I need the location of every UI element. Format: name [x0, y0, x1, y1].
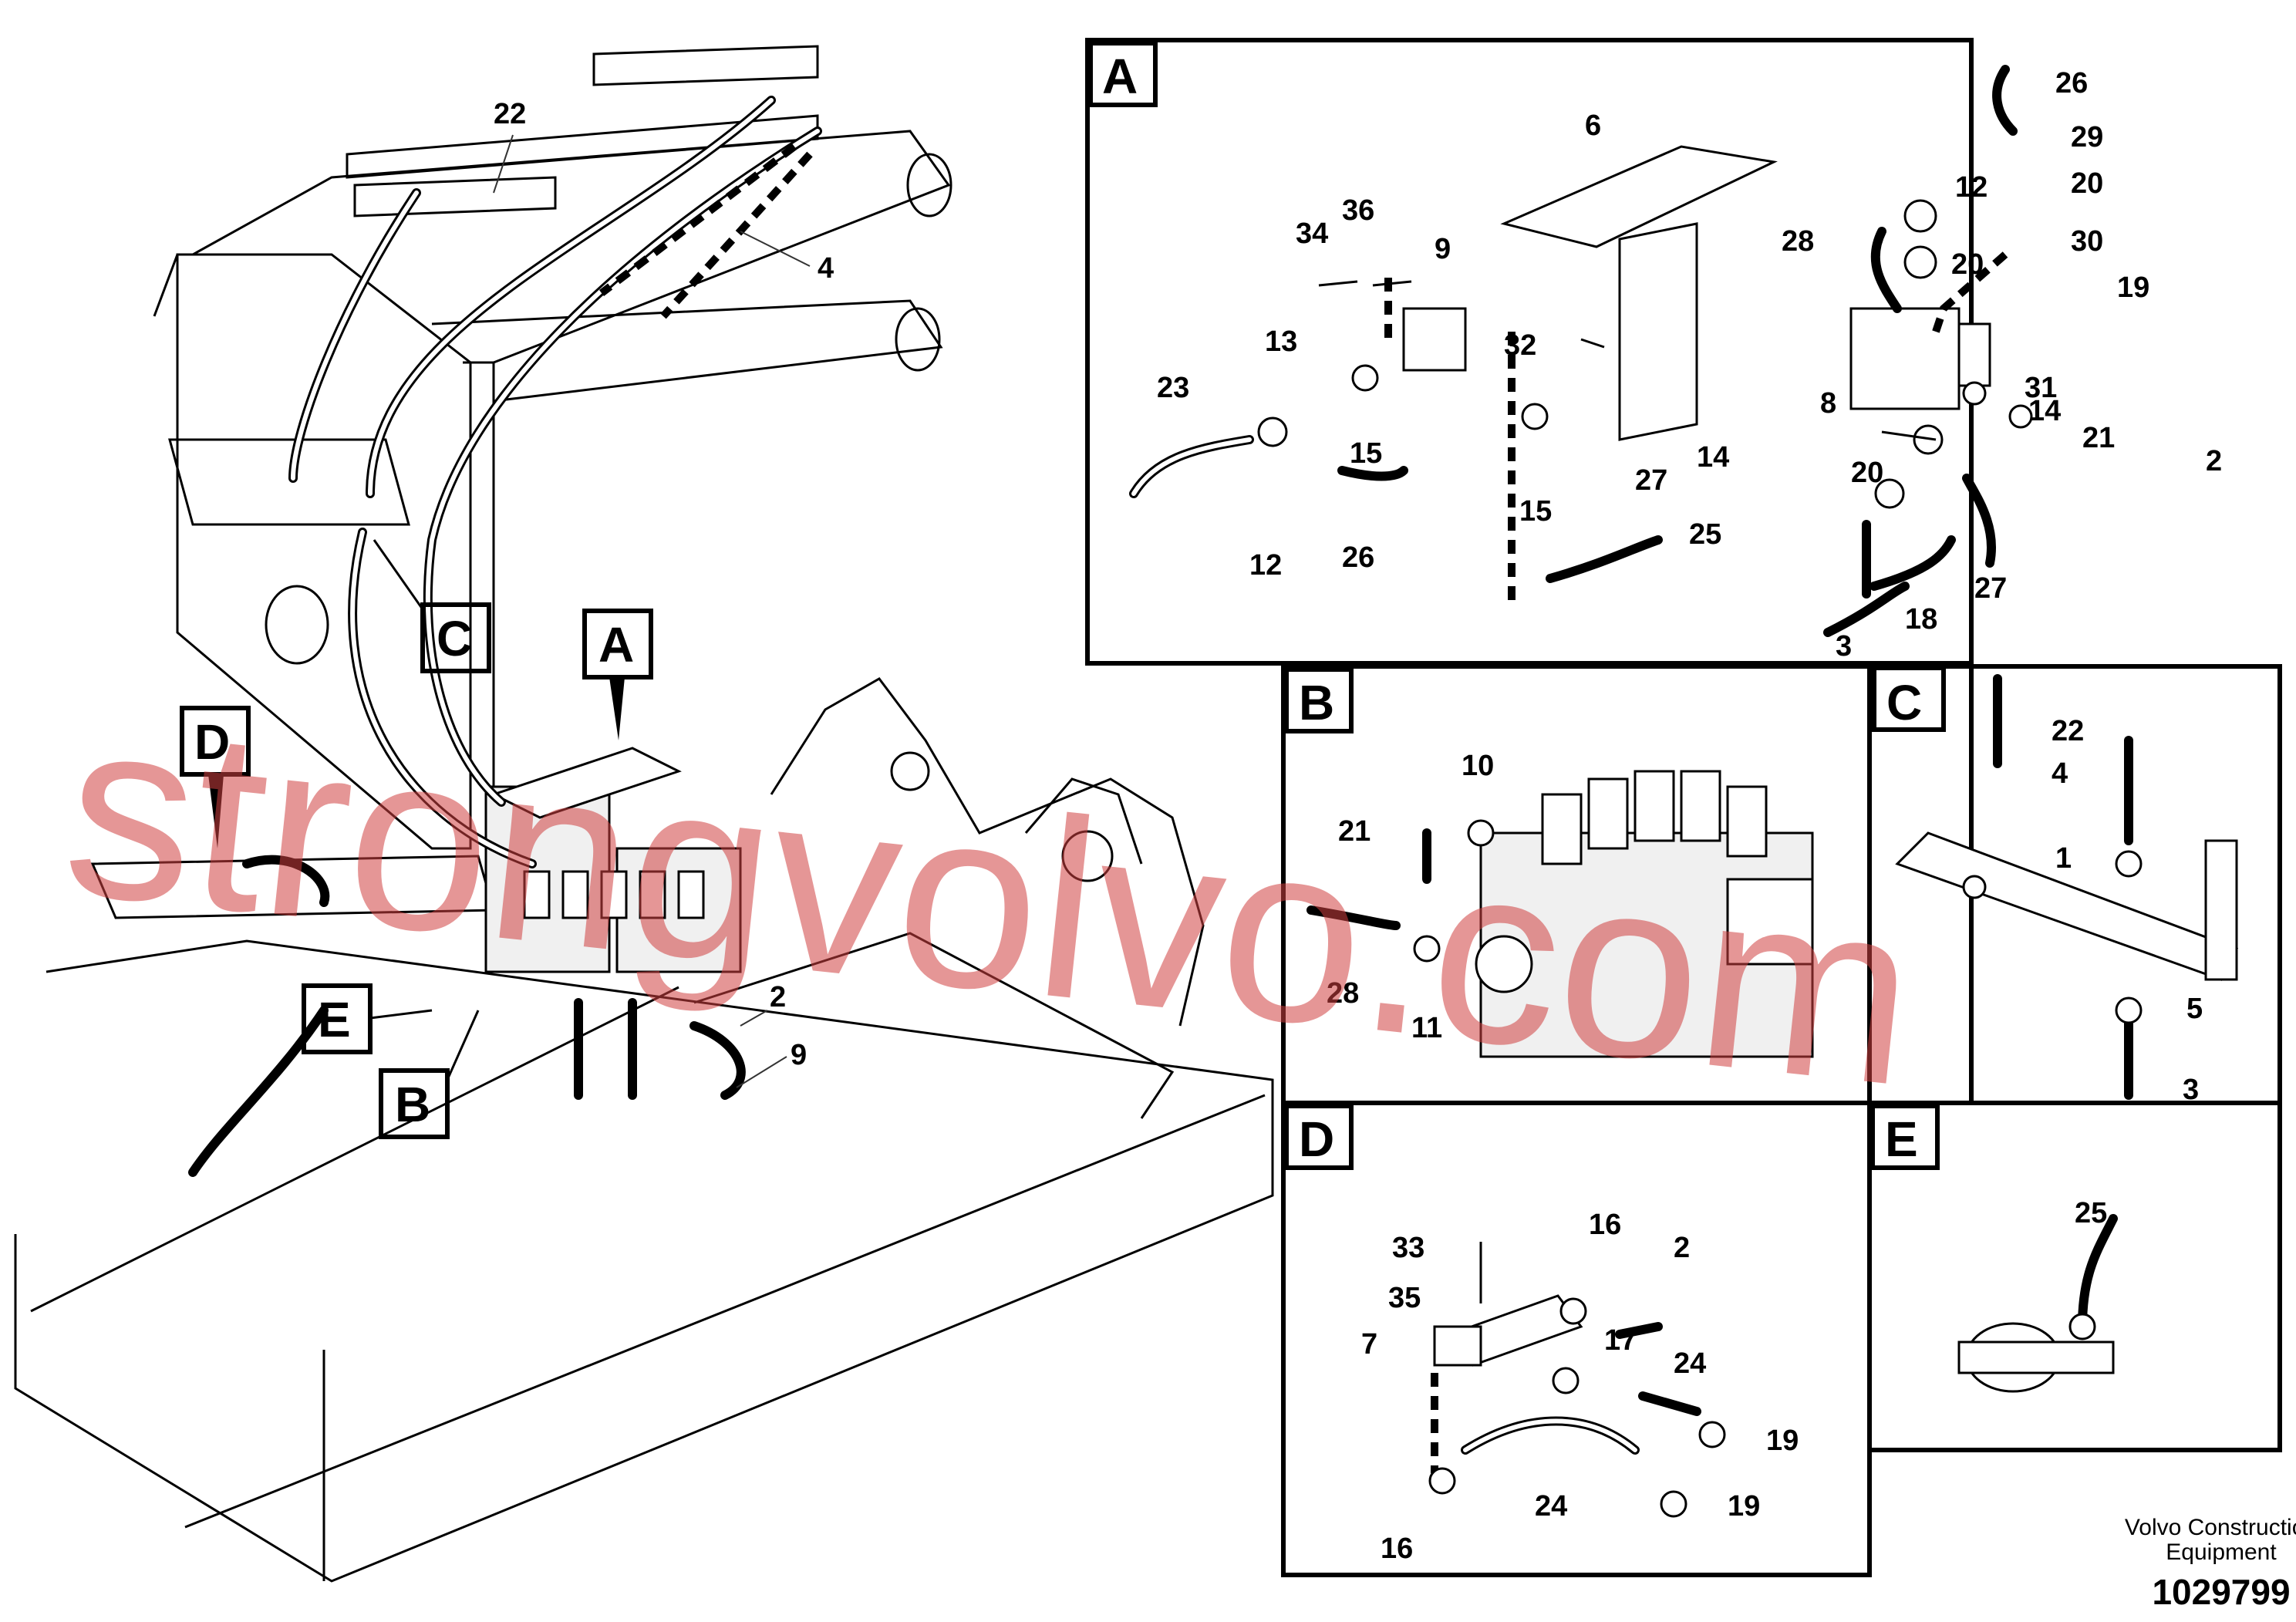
a-callout-12: 12 — [1249, 549, 1282, 582]
main-assembly: 22 4 2 9 A C D E B — [14, 45, 1274, 1583]
a-callout-23: 23 — [1157, 372, 1189, 404]
a-callout-32: 32 — [1504, 329, 1536, 362]
c-callout-4: 4 — [2052, 757, 2068, 790]
a-callout-14b: 14 — [1697, 441, 1729, 474]
svg-text:A: A — [598, 617, 634, 673]
a-callout-14: 14 — [2028, 395, 2061, 427]
c-callout-3: 3 — [2183, 1074, 2199, 1106]
e-callout-25: 25 — [2075, 1197, 2107, 1229]
d-callout-16b: 16 — [1381, 1533, 1413, 1565]
detail-panel-E: E 25 — [1867, 1101, 2282, 1452]
b-callout-28: 28 — [1327, 977, 1359, 1010]
a-callout-20: 20 — [1951, 248, 1984, 281]
d-callout-16: 16 — [1589, 1209, 1621, 1241]
b-callout-21: 21 — [1338, 815, 1371, 848]
panel-E-letter: E — [1885, 1111, 1918, 1167]
panel-A-letter: A — [1102, 49, 1138, 104]
svg-text:B: B — [395, 1077, 430, 1132]
main-callout-9: 9 — [791, 1039, 807, 1071]
a-callout-6: 6 — [1585, 110, 1601, 142]
main-callout-2: 2 — [770, 981, 786, 1013]
svg-text:E: E — [318, 992, 351, 1047]
d-callout-24b: 24 — [1535, 1490, 1567, 1523]
pointer-C: C — [373, 539, 491, 673]
footer-company-line1: Volvo Construction — [2125, 1515, 2296, 1540]
a-callout-31: 31 — [2025, 372, 2057, 404]
a-callout-18: 18 — [1905, 603, 1937, 636]
main-callout-4: 4 — [818, 252, 834, 285]
b-callout-10: 10 — [1462, 750, 1494, 782]
detail-panel-C: C 22 4 1 5 3 — [1867, 664, 2282, 1106]
d-callout-17: 17 — [1604, 1324, 1637, 1357]
a-callout-2: 2 — [2206, 445, 2222, 477]
d-callout-19: 19 — [1766, 1425, 1799, 1457]
a-callout-36: 36 — [1342, 194, 1374, 227]
a-callout-13: 13 — [1265, 325, 1297, 358]
panel-C-letter: C — [1886, 675, 1922, 730]
detail-panel-A: A 6 9 34 — [1085, 38, 2222, 666]
a-callout-3: 3 — [1836, 630, 1852, 663]
pointer-D: D — [180, 706, 251, 848]
a-callout-34: 34 — [1296, 218, 1328, 250]
a-callout-26b: 26 — [2055, 67, 2088, 99]
footer-drawing-number: 1029799 — [2152, 1572, 2290, 1612]
valve-spools-b — [1541, 770, 1768, 865]
valve-spools — [523, 870, 705, 919]
a-callout-20b: 20 — [2071, 167, 2103, 200]
a-callout-12b: 12 — [1955, 171, 1988, 204]
d-callout-24: 24 — [1674, 1347, 1706, 1380]
c-callout-1: 1 — [2055, 842, 2072, 875]
detail-panel-D: D 33 16 2 35 17 7 24 19 24 19 16 — [1281, 1101, 1872, 1577]
a-callout-26: 26 — [1342, 541, 1374, 574]
a-callout-19: 19 — [2117, 271, 2149, 304]
a-callout-20c: 20 — [1851, 457, 1883, 489]
a-callout-30: 30 — [2071, 225, 2103, 258]
a-callout-27: 27 — [1635, 464, 1667, 497]
a-callout-21: 21 — [2082, 422, 2115, 454]
b-callout-11: 11 — [1411, 1012, 1442, 1044]
detail-panel-B: B 10 21 28 11 — [1281, 664, 1872, 1105]
a-callout-29: 29 — [2071, 121, 2103, 153]
c-callout-5: 5 — [2186, 993, 2203, 1025]
watermark-text: strongvolvo.com — [54, 662, 1927, 1140]
panel-D-letter: D — [1299, 1111, 1334, 1167]
svg-text:C: C — [437, 611, 472, 666]
a-callout-27b: 27 — [1974, 572, 2007, 605]
panel-B-letter: B — [1299, 675, 1334, 730]
svg-text:D: D — [194, 714, 230, 770]
footer: Volvo Construction Equipment 1029799 — [2125, 1515, 2296, 1612]
a-callout-15b: 15 — [1519, 495, 1552, 528]
a-callout-9: 9 — [1435, 233, 1451, 265]
pointer-A: A — [582, 609, 653, 740]
d-callout-33: 33 — [1392, 1232, 1424, 1264]
a-callout-28: 28 — [1782, 225, 1814, 258]
a-callout-15: 15 — [1350, 437, 1382, 470]
d-callout-35: 35 — [1388, 1282, 1421, 1314]
a-callout-25: 25 — [1689, 518, 1721, 551]
a-callout-8: 8 — [1820, 387, 1836, 420]
d-callout-7: 7 — [1361, 1328, 1377, 1361]
pointer-E: E — [302, 983, 433, 1054]
c-callout-22: 22 — [2052, 715, 2084, 747]
footer-company-line2: Equipment — [2166, 1539, 2277, 1565]
pointer-B: B — [379, 1010, 480, 1139]
main-callout-22: 22 — [494, 98, 526, 130]
d-callout-19b: 19 — [1728, 1490, 1760, 1523]
d-callout-2: 2 — [1674, 1232, 1690, 1264]
